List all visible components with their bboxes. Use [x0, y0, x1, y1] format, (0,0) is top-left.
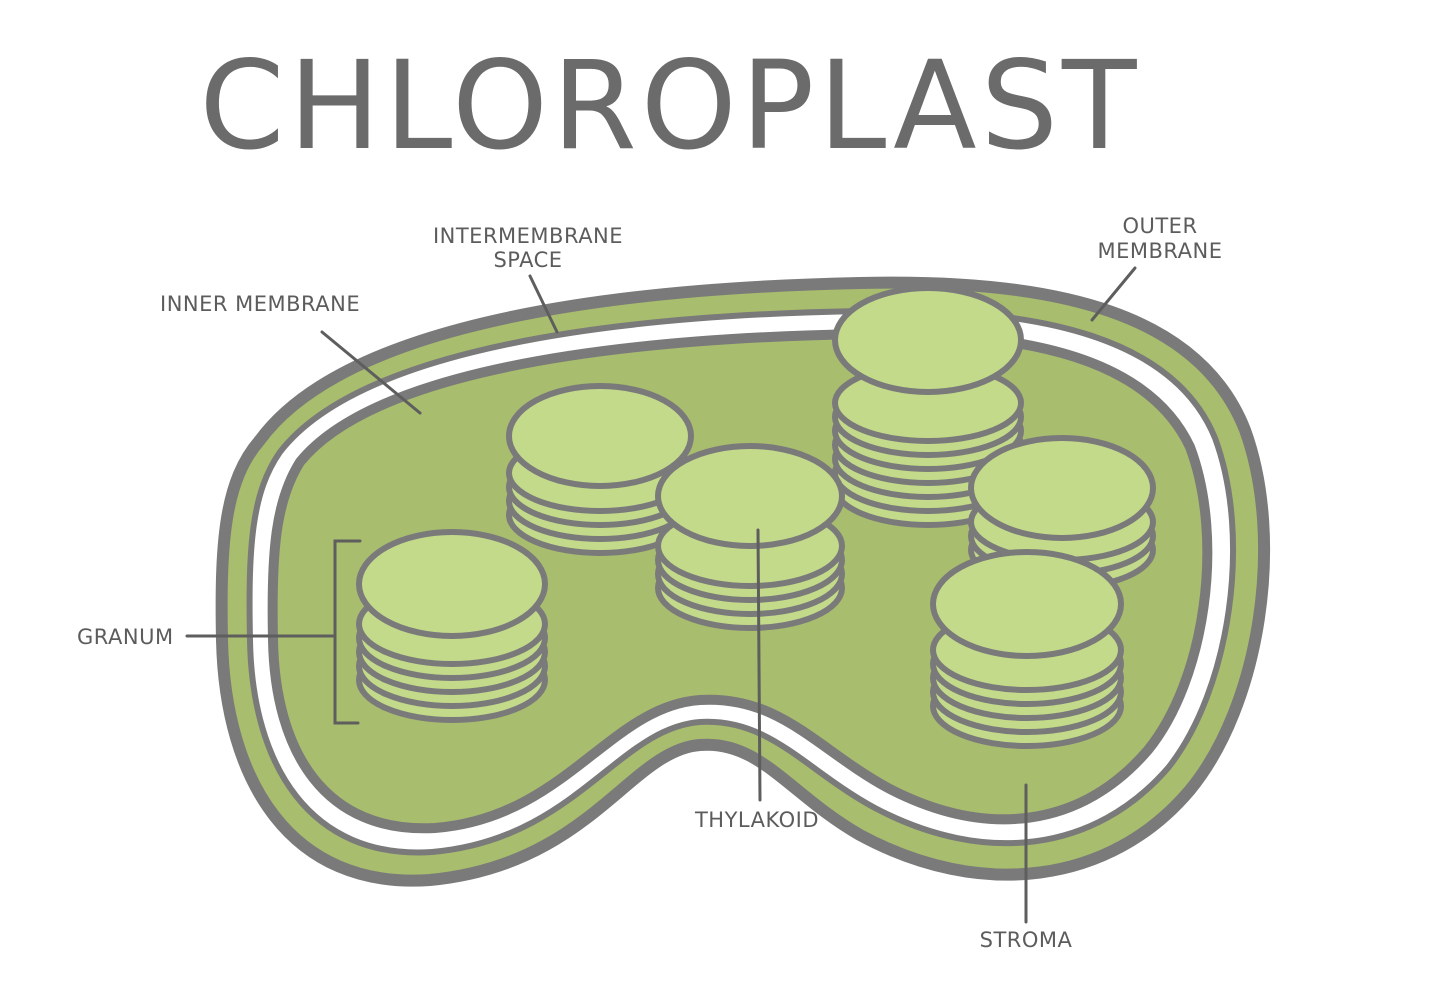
outer-membrane-leader [1090, 266, 1137, 322]
outer-membrane-label-line2: MEMBRANE [1098, 239, 1223, 263]
granum-bracket [333, 539, 362, 725]
stroma-label: STROMA [980, 928, 1073, 952]
intermembrane-space-label: INTERMEMBRANE [433, 224, 623, 248]
granum-5 [356, 529, 548, 723]
granum-1 [506, 383, 694, 556]
granum-4 [655, 443, 845, 631]
intermembrane-space-leader [528, 274, 559, 334]
thylakoid-label: THYLAKOID [694, 808, 819, 832]
granum-label: GRANUM [77, 625, 174, 649]
granum-6 [930, 549, 1124, 749]
intermembrane-space-label-line2: SPACE [493, 248, 562, 272]
inner-membrane-label: INNER MEMBRANE [160, 292, 360, 316]
inner-membrane-leader [320, 330, 422, 415]
granum-3 [968, 435, 1156, 591]
outer-membrane-label: OUTER [1122, 214, 1197, 238]
diagram-title: CHLOROPLAST [199, 35, 1140, 177]
thylakoid-leader [756, 528, 762, 802]
